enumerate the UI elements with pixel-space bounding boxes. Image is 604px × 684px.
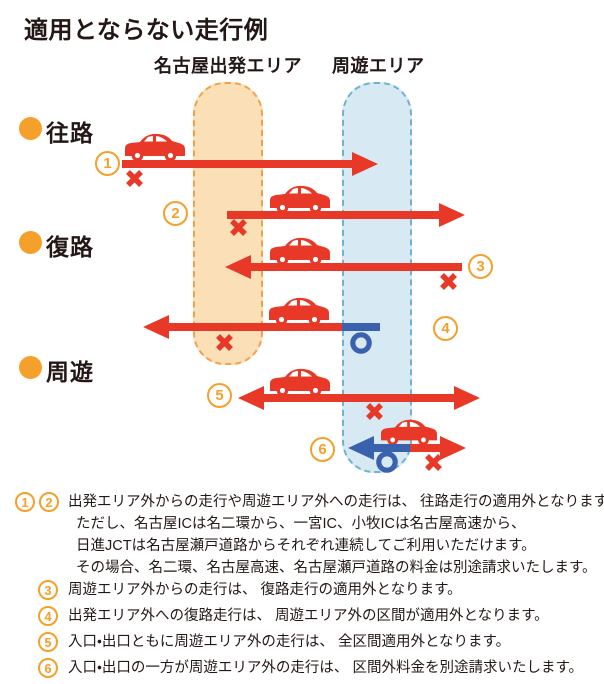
note-text: 入口・出口ともに周遊エリア外の走行は、 全区間適用外となります。 xyxy=(68,634,511,650)
note-text: その場合、名二環、名古屋高速、名古屋瀬戸道路の料金は別途請求いたします。 xyxy=(76,560,597,576)
cross-mark-icon xyxy=(438,271,459,292)
route-arrow-body xyxy=(169,323,342,331)
note-number-badge: 5 xyxy=(38,632,58,652)
route-arrow-body xyxy=(404,444,442,452)
page-title: 適用とならない走行例 xyxy=(24,17,269,44)
arrow-head-right-icon xyxy=(352,152,378,176)
area-label-excursion: 周遊エリア xyxy=(332,56,425,76)
departure-area-band xyxy=(193,82,263,365)
row-label-excursion: 周遊 xyxy=(46,359,94,385)
route-arrow-body xyxy=(264,394,454,402)
note-text: 周遊エリア外からの走行は、 復路走行の適用外となります。 xyxy=(68,582,462,598)
car-icon xyxy=(122,132,188,162)
arrow-head-right-icon xyxy=(440,436,466,460)
arrow-head-right-icon xyxy=(439,203,465,227)
arrow-head-left-icon xyxy=(238,386,264,410)
note-number-badge: 2 xyxy=(39,492,59,512)
note-number-badge: 1 xyxy=(15,492,35,512)
cross-mark-icon xyxy=(124,168,145,189)
arrow-head-right-icon xyxy=(454,386,480,410)
example-number-badge: 2 xyxy=(163,201,188,226)
example-number-badge: 1 xyxy=(95,151,120,176)
example-number-badge: 4 xyxy=(433,316,458,341)
arrow-head-left-icon xyxy=(225,255,251,279)
bullet-icon xyxy=(19,231,42,254)
note-item: 6 入口・出口の一方が周遊エリア外の走行は、 区間外料金を別途請求いたします。 xyxy=(0,658,604,678)
note-text: 出発エリア外からの走行や周遊エリア外への走行は、 往路走行の適用外となります。 xyxy=(68,494,604,510)
note-number-badge: 4 xyxy=(38,606,58,626)
note-item: 4 出発エリア外への復路走行は、 周遊エリア外の区間が適用外となります。 xyxy=(0,606,604,626)
arrow-head-left-icon xyxy=(143,315,169,339)
circle-mark-icon xyxy=(375,450,399,474)
note-number-badge: 3 xyxy=(38,580,58,600)
example-number-badge: 5 xyxy=(207,383,232,408)
example-number-badge: 3 xyxy=(468,254,493,279)
cross-mark-icon xyxy=(364,401,385,422)
note-text: 入口・出口の一方が周遊エリア外の走行は、 区間外料金を別途請求いたします。 xyxy=(68,660,584,676)
route-segment-in-area xyxy=(372,444,410,452)
note-item: 3 周遊エリア外からの走行は、 復路走行の適用外となります。 xyxy=(0,580,604,600)
cross-mark-icon xyxy=(228,217,249,238)
arrow-head-left-icon xyxy=(348,436,374,460)
circle-mark-icon xyxy=(349,331,373,355)
bullet-icon xyxy=(19,356,42,379)
route-arrow-body xyxy=(227,211,439,219)
note-text: 日進JCTは名古屋瀬戸道路からそれぞれ連続してご利用いただけます。 xyxy=(76,538,536,554)
car-icon xyxy=(378,418,440,446)
note-text: ただし、名古屋ICは名二環から、一宮IC、小牧ICは名古屋高速から、 xyxy=(76,516,526,532)
note-text: 出発エリア外への復路走行は、 周遊エリア外の区間が適用外となります。 xyxy=(68,608,549,624)
note-item: 1 2 出発エリア外からの走行や周遊エリア外への走行は、 往路走行の適用外となり… xyxy=(0,492,604,512)
route-arrow-body xyxy=(122,160,352,168)
note-item: 5 入口・出口ともに周遊エリア外の走行は、 全区間適用外となります。 xyxy=(0,632,604,652)
bullet-icon xyxy=(19,117,42,140)
note-item: その場合、名二環、名古屋高速、名古屋瀬戸道路の料金は別途請求いたします。 xyxy=(0,558,604,578)
cross-mark-icon xyxy=(214,332,235,353)
note-item: ただし、名古屋ICは名二環から、一宮IC、小牧ICは名古屋高速から、 xyxy=(0,514,604,534)
note-item: 日進JCTは名古屋瀬戸道路からそれぞれ連続してご利用いただけます。 xyxy=(0,536,604,556)
car-icon xyxy=(267,367,333,397)
row-label-return: 復路 xyxy=(46,234,94,260)
car-icon xyxy=(266,296,332,326)
route-segment-in-area xyxy=(342,323,380,331)
example-number-badge: 6 xyxy=(310,437,335,462)
car-icon xyxy=(267,184,333,214)
route-arrow-body xyxy=(251,263,462,271)
car-icon xyxy=(267,236,333,266)
area-label-departure: 名古屋出発エリア xyxy=(154,56,302,76)
note-number-badge: 6 xyxy=(38,658,58,678)
row-label-outbound: 往路 xyxy=(46,120,94,146)
cross-mark-icon xyxy=(423,452,444,473)
